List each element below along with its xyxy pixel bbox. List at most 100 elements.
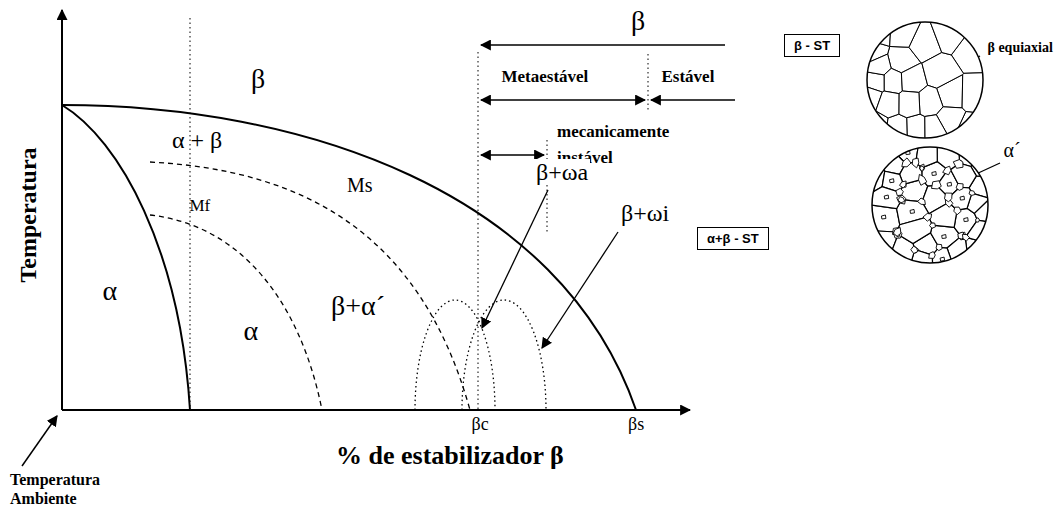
- grain-boundary: [922, 53, 964, 89]
- diagram-label-holder: Temperatura Ambiente: [10, 470, 120, 508]
- alpha-prime-particle: [947, 182, 952, 186]
- alpha-prime-particle: [911, 246, 918, 253]
- phase-label: Ms: [347, 174, 373, 196]
- beta-transus-curve: [62, 105, 636, 410]
- diagram-label-holder: β equiaxial: [988, 40, 1053, 55]
- alpha-prime-particle: [964, 218, 969, 222]
- pointer-arrow: [542, 232, 618, 348]
- alpha-prime-particle: [930, 223, 936, 228]
- micrograph-circle: [867, 22, 983, 138]
- alpha-prime-particle: [897, 195, 906, 204]
- alpha-prime-particle: [962, 234, 969, 241]
- alpha-prime-particle: [960, 196, 965, 200]
- phase-label: Estável: [662, 67, 715, 86]
- micrograph-circle: [872, 147, 988, 263]
- alpha-prime-particle: [910, 209, 915, 213]
- alpha-prime-particle: [969, 191, 975, 196]
- grain-boundary: [965, 237, 991, 266]
- diagram-label-holder: β: [251, 63, 265, 94]
- alpha-prime-particle: [893, 228, 901, 237]
- label-box: α+β - ST: [697, 227, 769, 250]
- label-box: β - ST: [784, 34, 840, 57]
- diagram-label-holder: α: [103, 275, 118, 306]
- phase-label: β: [251, 63, 265, 94]
- alpha-prime-particle: [920, 166, 924, 171]
- alpha-prime-particle: [943, 166, 951, 175]
- phase-label: β+ωa: [534, 159, 590, 185]
- pointer-arrow: [22, 416, 57, 466]
- alpha-prime-particle: [923, 214, 932, 222]
- alpha-prime-particle: [890, 179, 895, 183]
- phase-label: β+ωi: [621, 200, 669, 226]
- grain-boundary: [864, 19, 891, 46]
- dotted-guide: [478, 52, 479, 410]
- phase-label: α´: [1004, 139, 1021, 161]
- ms-curve: [150, 162, 470, 410]
- alpha-prime-particle: [942, 235, 947, 239]
- diagram-label-holder: α + β: [172, 127, 222, 153]
- alpha-prime-particle: [881, 215, 886, 219]
- dotted-guide: [547, 140, 548, 232]
- diagram-label-holder: Metaestável: [502, 67, 589, 86]
- alpha-prime-particle: [953, 160, 963, 169]
- martensite-grains: [869, 144, 991, 266]
- x-axis: [62, 409, 690, 411]
- phase-label: β equiaxial: [988, 40, 1053, 55]
- diagram-label-holder: β+α´: [331, 290, 385, 321]
- alpha-prime-particle: [873, 176, 878, 180]
- grain-boundary: [876, 91, 899, 118]
- diagram-label-holder: β: [631, 5, 645, 36]
- alpha-prime-particle: [932, 181, 942, 189]
- alpha-prime-particle: [912, 158, 919, 168]
- diagram-label-holder: Estável: [662, 67, 715, 86]
- alpha-prime-particle: [945, 193, 953, 202]
- phase-label: α: [103, 275, 118, 306]
- phase-label: β: [631, 5, 645, 36]
- alpha-prime-particle: [968, 152, 973, 156]
- dotted-guide: [648, 54, 649, 112]
- box-text: β - ST: [794, 38, 830, 53]
- omega-i-dome: [462, 300, 546, 410]
- alpha-prime-particle: [919, 174, 927, 185]
- y-axis: [61, 10, 63, 410]
- range-arrow: [481, 99, 645, 101]
- phase-label: α + β: [172, 127, 222, 153]
- axis-title: Temperatura: [14, 147, 40, 282]
- omega-a-dome: [415, 300, 495, 410]
- alpha-prime-particle: [884, 195, 889, 199]
- alpha-prime-particle: [954, 207, 961, 215]
- diagram-label-holder: β+ωi: [621, 200, 669, 226]
- phase-label: α: [244, 315, 259, 346]
- diagram-label-holder: % de estabilizador β: [336, 441, 564, 470]
- diagram-label-holder: Mf: [190, 196, 211, 215]
- alpha-prime-particle: [936, 244, 942, 250]
- grain-boundary: [929, 19, 978, 55]
- alpha-prime-particle: [932, 172, 937, 176]
- phase-label: Temperatura Ambiente: [10, 470, 120, 508]
- phase-label: β+α´: [331, 290, 385, 321]
- diagram-label-holder: βc: [472, 414, 489, 434]
- grain-boundary: [899, 91, 920, 118]
- diagram-label-holder: Temperatura: [14, 147, 40, 282]
- alpha-prime-particle: [918, 198, 926, 205]
- diagram-label-holder: β+ωa: [534, 159, 590, 185]
- box-text: α+β - ST: [707, 231, 759, 246]
- diagram-label-holder: Ms: [347, 174, 373, 196]
- alpha-prime-particle: [902, 158, 911, 167]
- diagram-label-holder: βs: [628, 414, 644, 434]
- phase-label: βs: [628, 414, 644, 434]
- pointer-arrow: [482, 190, 548, 328]
- alpha-prime-particle: [976, 218, 980, 223]
- range-arrow: [651, 99, 735, 101]
- diagram-label-holder: α´: [1004, 139, 1021, 161]
- phase-label: Metaestável: [502, 67, 589, 86]
- grain-boundary: [966, 220, 991, 244]
- phase-label: % de estabilizador β: [336, 441, 564, 470]
- alpha-solvus-curve: [62, 105, 190, 410]
- range-arrow: [481, 154, 544, 156]
- diagram-label-holder: α: [244, 315, 259, 346]
- alpha-prime-particle: [898, 197, 905, 203]
- alpha-prime-particle: [920, 164, 925, 172]
- alpha-prime-particle: [940, 257, 945, 261]
